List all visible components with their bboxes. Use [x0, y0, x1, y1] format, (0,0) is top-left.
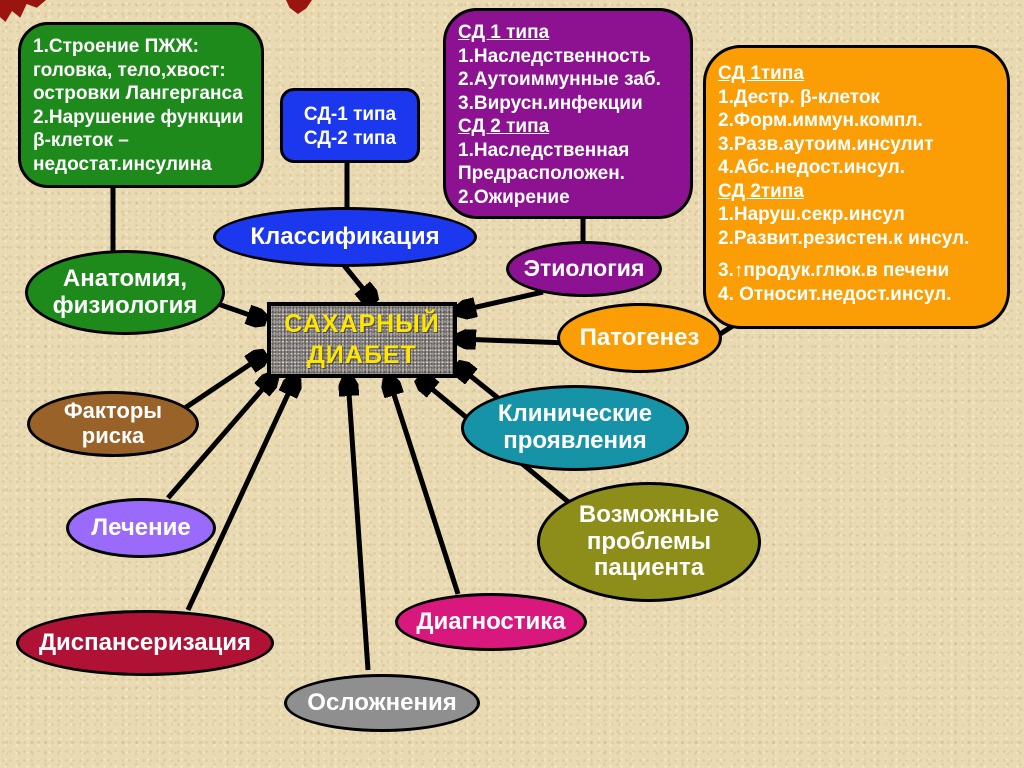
node-etiology: Этиология: [506, 241, 662, 297]
info-box-line: 2.Аутоиммунные заб.: [458, 69, 661, 91]
info-box-line: 1.Наследственность: [458, 45, 651, 67]
node-pathogenesis: Патогенез: [557, 303, 722, 373]
info-box-line: островки Лангерганса: [33, 83, 243, 105]
arrow-treatment-center: [166, 377, 273, 500]
info-box-line: 4.Абс.недост.инсул.: [718, 157, 905, 179]
info-box-line: 2.Нарушение функции: [33, 106, 244, 128]
info-box-line: β-клеток –: [33, 130, 129, 152]
arrow-complications-center: [348, 379, 371, 671]
node-dispensary-observation: Диспансеризация: [16, 610, 274, 676]
info-box-line: 4. Относит.недост.инсул.: [718, 283, 952, 305]
info-box-line: 3.Вирусн.инфекции: [458, 92, 643, 114]
info-box-line: СД-2 типа: [303, 127, 397, 149]
info-box-line: недостат.инсулина: [33, 153, 212, 175]
arrow-clinical-center: [458, 366, 500, 400]
node-anatomy-physiology: Анатомия, физиология: [25, 250, 225, 335]
info-box-line: СД 2типа: [718, 180, 804, 202]
info-box-line: 1.Дестр. β-клеток: [718, 86, 880, 108]
node-clinical-manifestations: Клинические проявления: [461, 385, 689, 471]
info-box-line: 2.Развит.резистен.к инсул.: [718, 227, 970, 249]
node-classification: Классификация: [213, 207, 477, 267]
info-box-line: 1.Наруш.секр.инсул: [718, 204, 905, 226]
info-box-line: СД 1 типа: [458, 22, 550, 43]
pancreas-structure-box: 1.Строение ПЖЖ:головка, тело,хвост:остро…: [18, 22, 264, 188]
info-box-line: СД-1 типа: [303, 104, 397, 125]
arrow-etiology-center: [459, 289, 544, 311]
info-box-line: 1.Наследственная: [458, 139, 630, 161]
arrow-diagnostics-center: [389, 379, 461, 595]
info-box-line: 3.↑продук.глюк.в печени: [718, 260, 950, 282]
info-box-line: головка, тело,хвост:: [33, 59, 226, 81]
node-complications: Осложнения: [284, 674, 480, 732]
info-box-line: 1.Строение ПЖЖ:: [33, 36, 199, 57]
info-box-line: СД 1типа: [718, 63, 804, 84]
info-box-line: СД 2 типа: [458, 116, 550, 138]
node-risk-factors: Факторы риска: [27, 391, 199, 457]
arrow-pathogenesis-center: [459, 339, 569, 343]
info-box-line: Предрасположен.: [458, 163, 625, 185]
arrow-dispensary-center: [185, 379, 295, 612]
info-box-line: 2.Ожирение: [458, 186, 570, 208]
central-topic-box: САХАРНЫЙ ДИАБЕТ: [267, 302, 457, 378]
node-patient-problems: Возможные проблемы пациента: [537, 482, 761, 602]
node-treatment: Лечение: [66, 498, 216, 558]
node-diagnostics: Диагностика: [395, 593, 587, 651]
arrow-riskfactors-center: [180, 355, 264, 413]
info-box-line: 2.Форм.иммун.компл.: [718, 110, 923, 132]
info-box-line: 3.Разв.аутоим.инсулит: [718, 133, 934, 155]
